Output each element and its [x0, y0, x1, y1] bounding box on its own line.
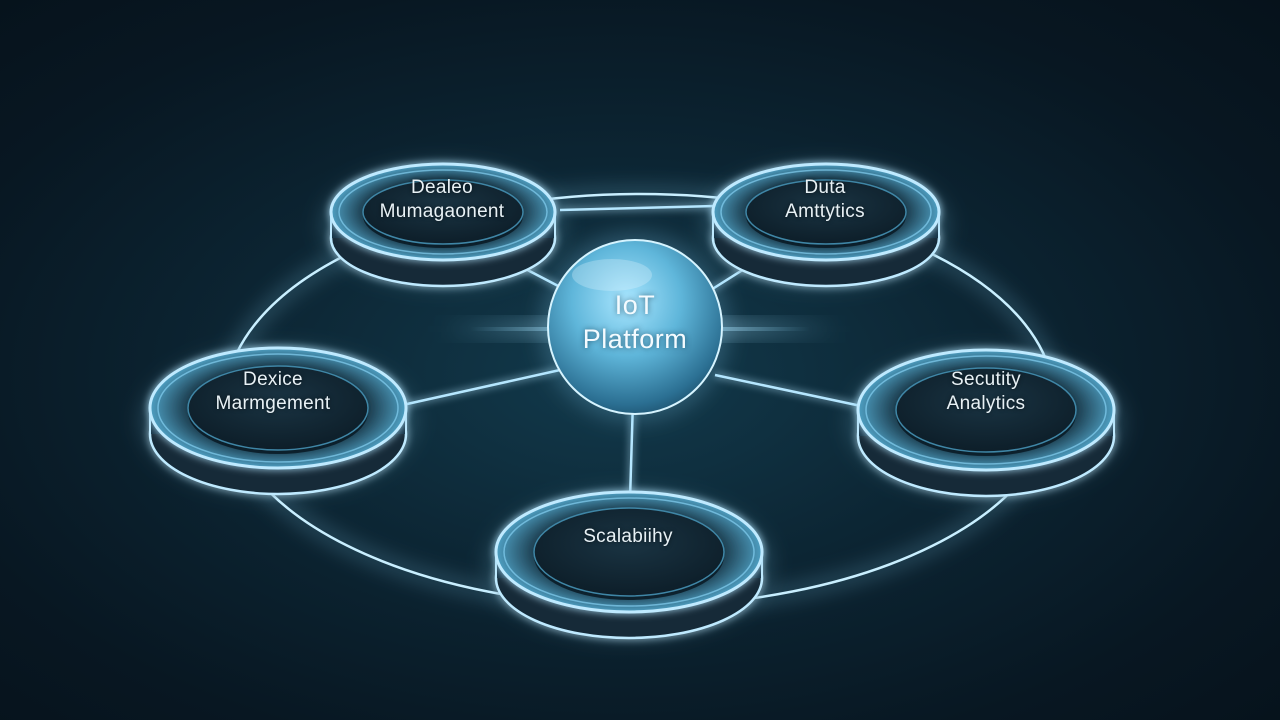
node-disc-bottom	[486, 490, 772, 640]
node-label-bottom-line1: Scalabiihy	[583, 526, 673, 547]
hub-sphere	[540, 232, 730, 422]
node-label-mid-left: Dexice Marmgement	[183, 368, 363, 416]
node-label-mid-right-line1: Secutity	[951, 369, 1021, 390]
node-label-mid-right: Secutity Analytics	[896, 368, 1076, 416]
node-label-mid-left-line2: Marmgement	[215, 393, 331, 414]
node-label-mid-right-line2: Analytics	[946, 393, 1026, 414]
node-disc-mid-left	[140, 346, 416, 496]
node-disc-top-left	[321, 162, 565, 288]
hub-label: IoT Platform	[545, 288, 725, 356]
node-label-top-right-line2: Amttytics	[785, 201, 865, 222]
node-label-top-left-line1: Dealeo	[410, 177, 473, 198]
node-label-top-left: Dealeo Mumagaonent	[352, 176, 532, 224]
node-label-bottom: Scalabiihy	[538, 525, 718, 549]
node-label-top-right: Duta Amttytics	[735, 176, 915, 224]
node-label-mid-left-line1: Dexice	[243, 369, 303, 390]
node-disc-top-right	[703, 162, 949, 288]
node-label-top-left-line2: Mumagaonent	[379, 201, 505, 222]
node-label-top-right-line1: Duta	[804, 177, 846, 198]
hub-label-line1: IoT	[614, 290, 656, 320]
node-discs	[140, 162, 1124, 640]
connector-hub-mid-right	[714, 373, 881, 412]
connector-top-left-top-right	[559, 204, 716, 212]
node-disc-mid-right	[848, 348, 1124, 498]
hub-label-line2: Platform	[582, 324, 688, 354]
